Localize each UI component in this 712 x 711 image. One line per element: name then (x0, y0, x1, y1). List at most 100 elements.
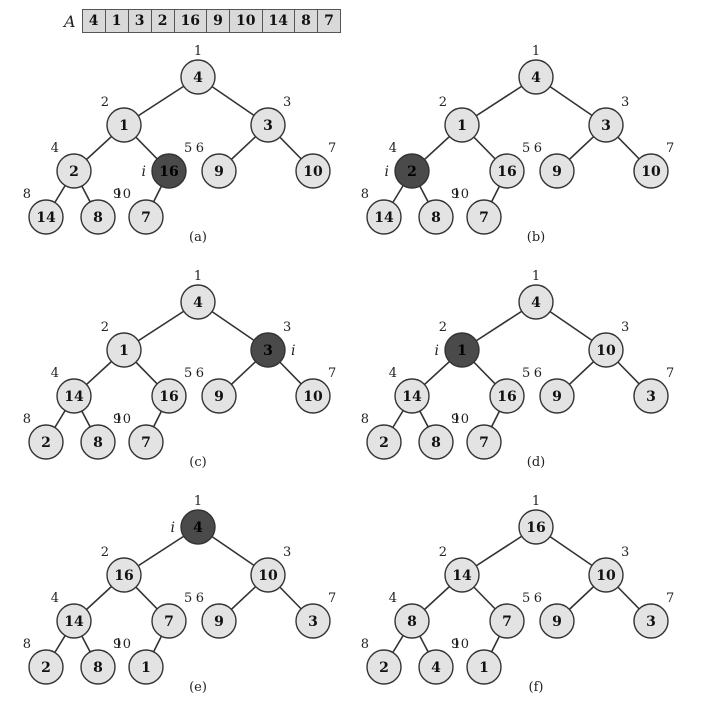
panel-caption: (e) (189, 680, 207, 695)
tree-node (489, 603, 525, 639)
node-index: 3 (283, 545, 291, 560)
node-value: 7 (479, 210, 489, 226)
tree-node (80, 424, 116, 460)
node-index: 8 (23, 412, 31, 427)
tree-node (489, 378, 525, 414)
node-index: 6 (196, 591, 204, 606)
node-index: 8 (361, 412, 369, 427)
node-value: 8 (407, 614, 417, 630)
tree-node (201, 378, 237, 414)
node-index: 4 (51, 591, 59, 606)
highlighted-tree-node (444, 332, 480, 368)
tree-node (539, 603, 575, 639)
tree-node (201, 603, 237, 639)
node-index: 1 (194, 44, 202, 59)
node-index: 2 (439, 545, 447, 560)
node-index: 7 (328, 141, 336, 156)
node-value: 10 (596, 343, 616, 359)
node-index: 1 (532, 269, 540, 284)
node-index: 2 (101, 320, 109, 335)
node-index: 9 (113, 637, 121, 652)
tree-node (588, 332, 624, 368)
tree-node (444, 557, 480, 593)
node-index: 4 (389, 591, 397, 606)
node-value: 1 (141, 660, 151, 676)
node-value: 16 (497, 389, 516, 405)
array-cell: 8 (295, 10, 319, 32)
tree-node (588, 107, 624, 143)
node-index: 1 (532, 494, 540, 509)
tree-node (250, 107, 286, 143)
node-index: 5 (184, 141, 192, 156)
node-index: 8 (361, 637, 369, 652)
node-index: 2 (101, 545, 109, 560)
highlighted-tree-node (151, 153, 187, 189)
array-cell: 10 (230, 10, 263, 32)
tree-node (80, 649, 116, 685)
tree-node (633, 153, 669, 189)
tree-node (295, 378, 331, 414)
tree-node (180, 59, 216, 95)
node-index: 4 (389, 141, 397, 156)
node-value: 10 (596, 568, 616, 584)
node-value: 4 (193, 70, 203, 86)
node-index: 9 (113, 187, 121, 202)
tree-node (418, 424, 454, 460)
node-value: 1 (119, 118, 129, 134)
node-index: 8 (23, 187, 31, 202)
panel-caption: (b) (527, 230, 545, 245)
tree-node (518, 284, 554, 320)
node-value: 10 (303, 389, 323, 405)
node-index: 1 (532, 44, 540, 59)
node-index: 4 (51, 366, 59, 381)
highlighted-tree-node (180, 509, 216, 545)
node-index: 4 (389, 366, 397, 381)
node-value: 16 (159, 389, 178, 405)
array-cell: 1 (106, 10, 129, 32)
tree-node (466, 199, 502, 235)
tree-node (106, 332, 142, 368)
node-value: 8 (93, 660, 103, 676)
panel-caption: (a) (189, 230, 207, 245)
node-value: 4 (193, 520, 203, 536)
node-value: 1 (479, 660, 489, 676)
node-index: 6 (534, 141, 542, 156)
tree-node (366, 649, 402, 685)
node-index: 7 (666, 141, 674, 156)
node-value: 9 (552, 164, 562, 180)
node-value: 4 (431, 660, 441, 676)
node-index: 4 (51, 141, 59, 156)
tree-node (633, 378, 669, 414)
tree-node (518, 509, 554, 545)
node-value: 8 (93, 210, 103, 226)
node-value: 8 (431, 435, 441, 451)
tree-node (444, 107, 480, 143)
tree-node (180, 284, 216, 320)
node-value: 1 (457, 343, 467, 359)
node-value: 10 (641, 164, 661, 180)
highlighted-tree-node (394, 153, 430, 189)
node-value: 8 (431, 210, 441, 226)
tree-node (633, 603, 669, 639)
tree-node (106, 107, 142, 143)
array-cell: 2 (152, 10, 175, 32)
node-value: 3 (263, 343, 273, 359)
tree-node (201, 153, 237, 189)
tree-node (56, 603, 92, 639)
tree-node (295, 153, 331, 189)
node-value: 7 (141, 435, 151, 451)
node-value: 2 (69, 164, 79, 180)
tree-node (28, 649, 64, 685)
tree-node (588, 557, 624, 593)
node-value: 4 (531, 295, 541, 311)
node-value: 4 (531, 70, 541, 86)
tree-node (489, 153, 525, 189)
tree-node (128, 649, 164, 685)
node-index: 3 (283, 320, 291, 335)
node-value: 2 (41, 435, 51, 451)
